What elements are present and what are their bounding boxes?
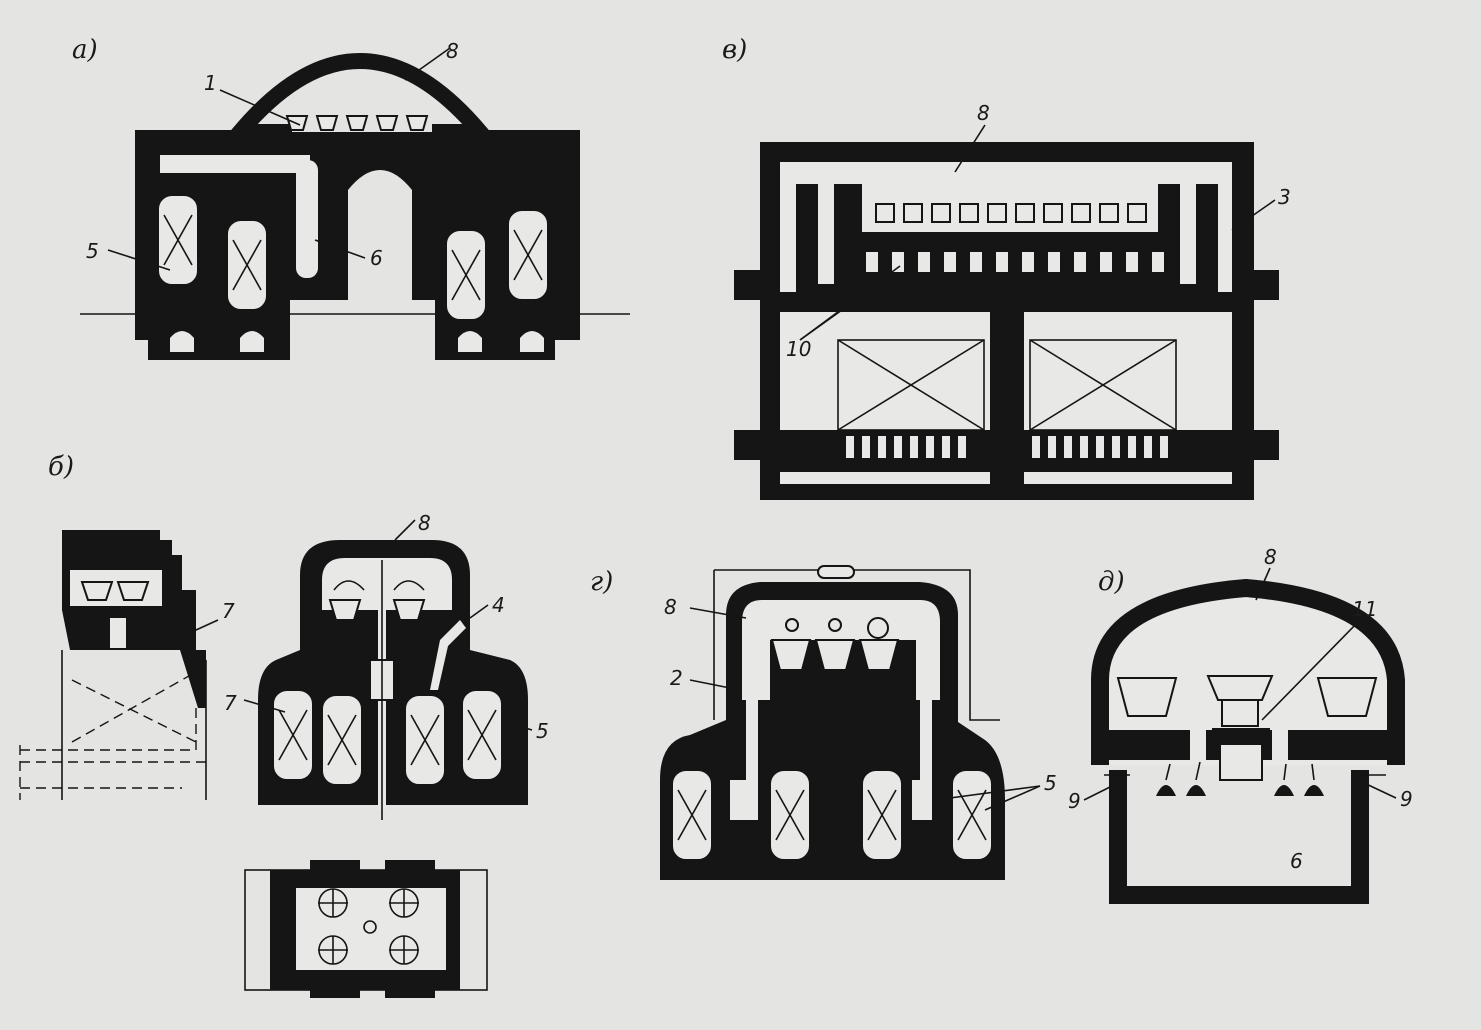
label-8: 8	[1264, 545, 1277, 569]
side-channel-right-inner	[1180, 184, 1196, 284]
leader	[469, 604, 489, 619]
dome-arch	[222, 53, 498, 140]
panel-a: а) 8 1 5 6	[72, 35, 630, 360]
floor-beam-lower	[734, 430, 1279, 460]
leader	[1231, 199, 1276, 231]
foundation-lines	[19, 708, 210, 800]
channel-4	[430, 620, 466, 690]
panel-a-letter: а)	[72, 35, 98, 65]
crucibles	[1116, 675, 1378, 727]
burners	[1156, 761, 1324, 796]
burner-row	[866, 252, 1164, 272]
panel-v-letter: в)	[722, 35, 747, 65]
side-section	[62, 530, 206, 708]
regen-diagonal	[71, 679, 197, 743]
front-dome	[322, 558, 452, 610]
bottom-channel-left	[780, 472, 990, 484]
flue-8	[780, 162, 1232, 184]
label-6: 6	[370, 246, 383, 270]
checker-x	[837, 339, 1177, 431]
panel-b: б) 7 8 4 7 5	[19, 452, 549, 998]
label-8: 8	[977, 101, 990, 125]
label-5: 5	[536, 719, 549, 743]
side-channel-left	[780, 162, 796, 292]
label-9-left: 9	[1068, 789, 1081, 813]
side-outline	[61, 650, 207, 800]
leader	[243, 699, 286, 713]
leader	[1361, 781, 1397, 799]
label-9-right: 9	[1400, 787, 1413, 811]
pits	[170, 331, 544, 352]
bottom-channel-right	[1024, 472, 1232, 484]
label-10: 10	[786, 337, 811, 361]
gap-left	[1190, 730, 1206, 760]
regen-diagonal	[71, 671, 197, 743]
label-2: 2	[670, 666, 683, 690]
label-1: 1	[204, 71, 217, 95]
label-11: 11	[1352, 597, 1377, 621]
crucible-row	[875, 203, 1147, 223]
top-vent	[817, 565, 855, 579]
channel-6	[296, 160, 318, 278]
label-5: 5	[86, 239, 99, 263]
floor-beam-upper	[734, 270, 1279, 300]
panel-v: в)	[722, 35, 1291, 500]
leader	[984, 785, 1041, 811]
flue	[160, 155, 310, 173]
lower-chamber	[1109, 770, 1369, 904]
arches	[333, 580, 425, 591]
leader	[314, 239, 366, 259]
label-8: 8	[446, 39, 459, 63]
leader	[1261, 619, 1361, 721]
regenerator-right	[1024, 312, 1232, 430]
label-3: 3	[1278, 185, 1291, 209]
leader	[1255, 567, 1271, 601]
gap-right	[1272, 730, 1288, 760]
leader	[504, 721, 533, 731]
front-crucibles	[328, 599, 426, 621]
grate-teeth	[846, 436, 1168, 458]
label-4: 4	[492, 593, 505, 617]
regenerator-left	[780, 312, 990, 430]
panel-d-letter: д)	[1098, 567, 1125, 597]
crucibles	[770, 617, 900, 671]
side-crucibles	[80, 581, 150, 601]
side-channel-left-inner	[818, 184, 834, 284]
leader	[1083, 781, 1121, 801]
central-pedestal	[1219, 743, 1263, 781]
leader	[689, 607, 747, 619]
panel-g: г) 8 2 5	[590, 565, 1057, 880]
label-8: 8	[418, 511, 431, 535]
leader	[107, 249, 171, 271]
label-5: 5	[1044, 771, 1057, 795]
leader	[394, 519, 416, 541]
channel-2	[730, 640, 758, 820]
leader	[954, 124, 986, 173]
side-port	[110, 618, 126, 648]
label-6: 6	[1290, 849, 1303, 873]
central-block-11	[1212, 728, 1270, 744]
channel-right	[912, 700, 932, 820]
channel-3	[1218, 162, 1232, 292]
leader	[219, 89, 301, 126]
leader	[799, 265, 901, 341]
label-8: 8	[664, 595, 677, 619]
label-7-front: 7	[224, 691, 237, 715]
leader	[934, 785, 1041, 801]
panel-b-letter: б)	[48, 452, 74, 482]
leader	[184, 619, 219, 636]
leader	[404, 47, 451, 81]
panel-g-letter: г)	[590, 567, 613, 597]
leader	[689, 679, 741, 691]
plan-ports	[318, 888, 419, 965]
label-7: 7	[222, 599, 235, 623]
panel-d: д) 8 11 9 9 6	[1068, 545, 1413, 904]
crucibles	[285, 115, 429, 131]
